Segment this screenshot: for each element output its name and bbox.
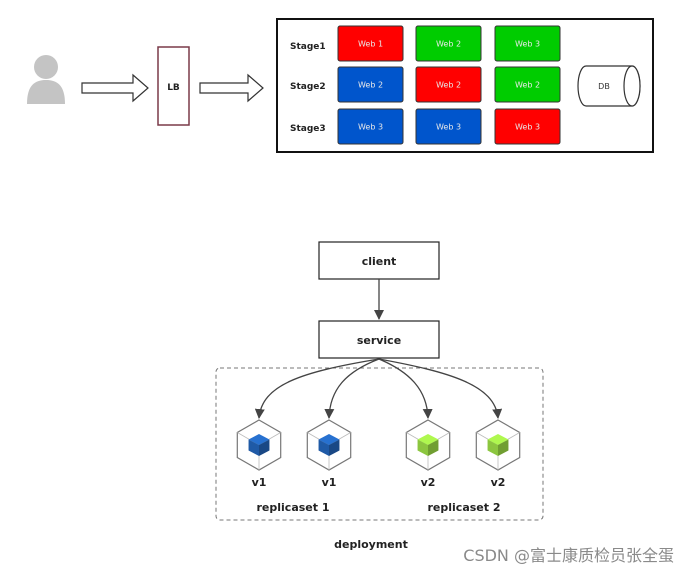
- db-label: DB: [598, 82, 610, 91]
- client-box: client: [318, 241, 440, 280]
- cube-right: [498, 439, 509, 456]
- web-cell: Web 2: [415, 25, 482, 62]
- web-cell: Web 3: [415, 108, 482, 145]
- user-icon: [27, 55, 65, 104]
- web-cell: Web 3: [494, 25, 561, 62]
- web-cell-label: Web 3: [515, 40, 540, 49]
- cube-right: [329, 439, 340, 456]
- cube-right: [259, 439, 270, 456]
- web-cells: Web 1 Web 2 Web 3 Web 2 Web 2 Web 2 Web 3 Web 3…: [337, 25, 561, 145]
- web-cell-label: Web 2: [515, 81, 540, 90]
- web-cell-box: [494, 108, 561, 145]
- watermark: CSDN @富士康质检员张全蛋: [463, 546, 674, 565]
- stage-label: Stage3: [290, 124, 326, 134]
- web-cell-box: [415, 66, 482, 103]
- pod-icon: v2: [405, 419, 451, 489]
- pods: v1 v1 v2 v2: [236, 419, 521, 489]
- web-cell: Web 3: [494, 108, 561, 145]
- web-cell-label: Web 2: [436, 40, 461, 49]
- web-cell-box: [494, 25, 561, 62]
- web-cell-label: Web 3: [358, 123, 383, 132]
- deployment-label: deployment: [334, 538, 408, 551]
- pod-version-label: v1: [322, 476, 337, 489]
- pod-icon: v1: [236, 419, 282, 489]
- web-cell: Web 3: [337, 108, 404, 145]
- stage-label: Stage1: [290, 42, 326, 52]
- lb-label: LB: [167, 83, 180, 93]
- arrow-user-to-lb: [81, 73, 149, 103]
- web-cell-label: Web 2: [358, 81, 383, 90]
- web-cell-box: [494, 66, 561, 103]
- service-box: service: [318, 320, 440, 359]
- cube-left: [248, 439, 259, 456]
- web-cell-label: Web 3: [436, 123, 461, 132]
- web-cell: Web 2: [415, 66, 482, 103]
- web-cell-box: [337, 25, 404, 62]
- web-cell-box: [415, 25, 482, 62]
- web-cell-label: Web 2: [436, 81, 461, 90]
- pod-version-label: v2: [491, 476, 506, 489]
- replicaset-1-label: replicaset 1: [257, 501, 330, 514]
- web-cell: Web 2: [337, 66, 404, 103]
- web-cell: Web 1: [337, 25, 404, 62]
- database: DB: [577, 65, 641, 107]
- pod-version-label: v2: [421, 476, 436, 489]
- service-label: service: [357, 334, 401, 347]
- web-cell-box: [415, 108, 482, 145]
- pod-version-label: v1: [252, 476, 267, 489]
- replicaset-2-label: replicaset 2: [428, 501, 501, 514]
- pod-icon: v2: [475, 419, 521, 489]
- cube-right: [428, 439, 439, 456]
- web-cell-box: [337, 108, 404, 145]
- load-balancer: LB: [157, 46, 190, 126]
- client-label: client: [362, 255, 397, 268]
- stage-label: Stage2: [290, 82, 326, 92]
- cube-left: [417, 439, 428, 456]
- cube-left: [318, 439, 329, 456]
- web-cell: Web 2: [494, 66, 561, 103]
- web-cell-box: [337, 66, 404, 103]
- cube-left: [487, 439, 498, 456]
- arrow-lb-to-stages: [199, 73, 264, 103]
- web-cell-label: Web 3: [515, 123, 540, 132]
- service-to-pod-arrows: [254, 358, 503, 419]
- pod-icon: v1: [306, 419, 352, 489]
- web-cell-label: Web 1: [358, 40, 383, 49]
